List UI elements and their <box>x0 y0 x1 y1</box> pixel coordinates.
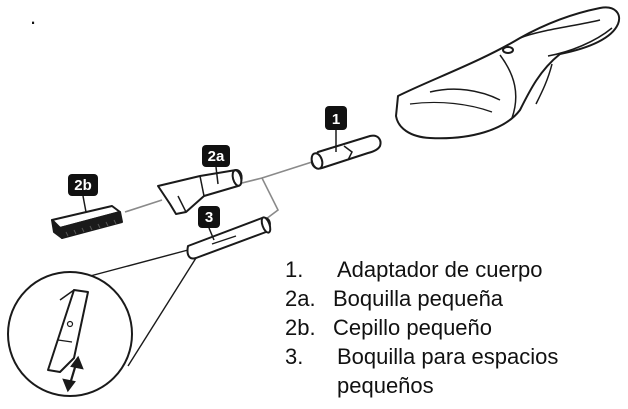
svg-text:2a: 2a <box>208 148 225 165</box>
list-item: 2a. Boquilla pequeña <box>285 284 558 313</box>
badge-adapter: 1 <box>325 106 347 152</box>
zoom-detail <box>7 271 133 397</box>
item-number: 3. <box>285 344 304 369</box>
crevice-nozzle <box>186 216 272 260</box>
list-item-continuation: pequeños <box>285 371 558 400</box>
item-label: Boquilla para espacios <box>337 344 559 369</box>
item-number: 1. <box>285 257 304 282</box>
badge-small-brush: 2b <box>68 174 98 213</box>
item-label: Adaptador de cuerpo <box>337 257 543 282</box>
item-number: 2a. <box>285 286 316 311</box>
hand-vacuum <box>395 6 620 140</box>
small-nozzle <box>157 169 243 215</box>
item-number: 2b. <box>285 315 316 340</box>
slide-arrow-icon <box>62 355 84 393</box>
badge-crevice-nozzle: 3 <box>198 206 220 241</box>
list-item: 2b. Cepillo pequeño <box>285 313 558 342</box>
small-brush <box>51 205 123 239</box>
item-label-continuation: pequeños <box>337 373 434 398</box>
svg-text:2b: 2b <box>74 177 92 194</box>
parts-list: 1. Adaptador de cuerpo 2a. Boquilla pequ… <box>285 255 558 400</box>
badge-small-nozzle: 2a <box>202 145 230 185</box>
corner-mark: . <box>30 4 37 29</box>
svg-text:3: 3 <box>205 209 213 226</box>
list-item: 1. Adaptador de cuerpo <box>285 255 558 284</box>
svg-text:1: 1 <box>332 111 340 128</box>
item-label: Boquilla pequeña <box>333 286 504 311</box>
item-label: Cepillo pequeño <box>333 315 493 340</box>
list-item: 3. Boquilla para espacios <box>285 342 558 371</box>
body-adapter <box>310 134 382 170</box>
